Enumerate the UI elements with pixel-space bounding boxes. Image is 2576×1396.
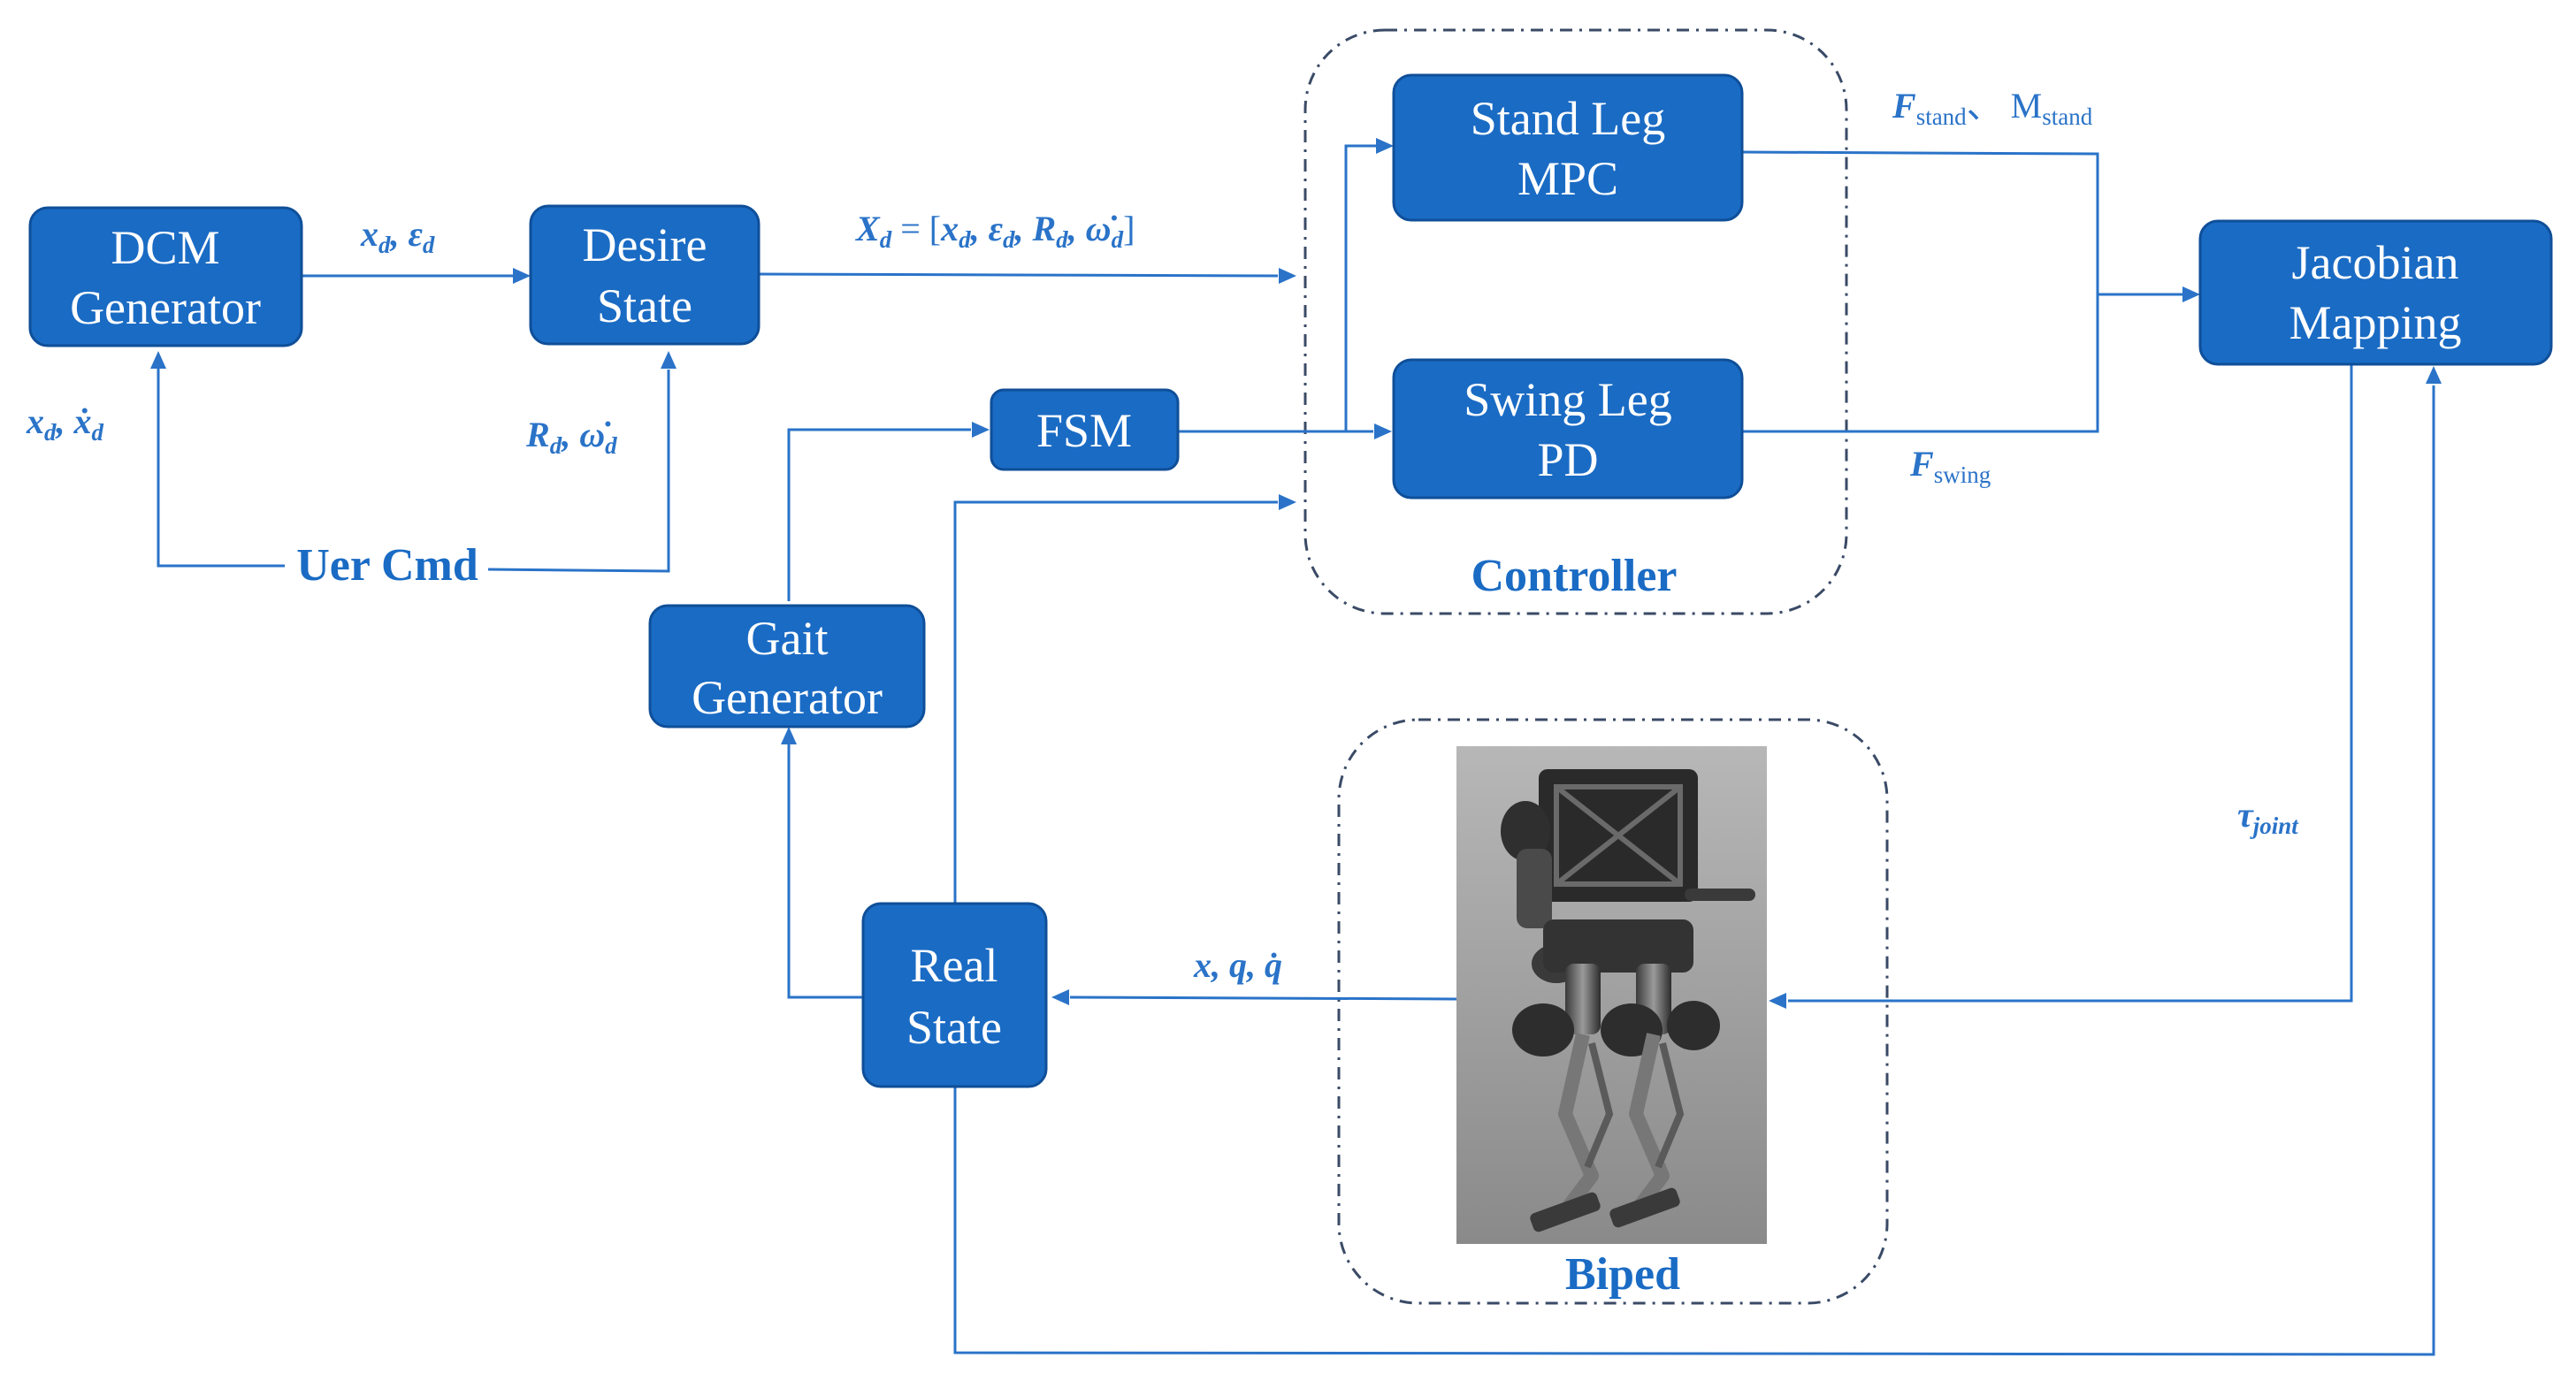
svg-text:Gait: Gait	[746, 612, 829, 665]
edge-real-to-jacobian	[953, 385, 2435, 1356]
label-xd-xddot: xd, ẋd	[26, 401, 104, 446]
edge-real-to-controller	[953, 500, 1278, 904]
svg-text:MPC: MPC	[1517, 152, 1618, 205]
label-tau-joint: τjoint	[2237, 795, 2299, 839]
svg-text:State: State	[906, 1001, 1002, 1054]
svg-text:PD: PD	[1537, 433, 1598, 486]
svg-text:Desire: Desire	[583, 218, 707, 271]
svg-text:State: State	[597, 279, 692, 332]
svg-text:Swing Leg: Swing Leg	[1464, 373, 1672, 426]
svg-text:Stand Leg: Stand Leg	[1471, 92, 1665, 145]
node-desire-state: Desire State	[529, 204, 761, 346]
svg-text:Jacobian: Jacobian	[2292, 236, 2459, 289]
biped-robot-image	[1456, 746, 1767, 1244]
edge-usercmd-to-dcm	[157, 368, 285, 568]
user-cmd-label: Uer Cmd	[296, 540, 478, 591]
svg-text:Mapping: Mapping	[2289, 296, 2462, 349]
label-Xd-vector: Xd = [xd, εd, Rd, ω̇d]	[854, 209, 1135, 253]
edge-jacobian-to-biped	[1788, 364, 2353, 1003]
label-fswing: Fswing	[1909, 444, 1991, 488]
label-xd-epsd: xd, εd	[360, 214, 435, 258]
label-fstand-mstand: Fstand、 Mstand	[1892, 86, 2093, 130]
label-rd-omegad: Rd, ω̇d	[525, 415, 617, 459]
edge-fsm-to-stand	[1344, 144, 1376, 431]
svg-text:Generator: Generator	[692, 671, 883, 724]
edge-desire-to-controller	[758, 272, 1279, 278]
svg-text:DCM: DCM	[111, 221, 219, 274]
node-stand-leg-mpc: Stand Leg MPC	[1392, 73, 1744, 222]
svg-text:Real: Real	[911, 939, 998, 992]
edge-real-to-gait	[787, 744, 863, 999]
label-x-q-qdot: x, q, q̇	[1193, 945, 1282, 985]
biped-group-border	[1337, 718, 1889, 1305]
node-gait-generator: Gait Generator	[648, 604, 926, 729]
svg-text:FSM: FSM	[1036, 404, 1132, 457]
svg-text:Generator: Generator	[70, 281, 261, 334]
edge-biped-to-real	[1069, 996, 1457, 1001]
node-dcm-generator: DCM Generator	[28, 206, 303, 347]
node-swing-leg-pd: Swing Leg PD	[1392, 358, 1744, 500]
edge-usercmd-to-desire	[487, 370, 670, 573]
biped-group-label: Biped	[1565, 1249, 1680, 1300]
node-real-state: Real State	[861, 902, 1048, 1088]
controller-group-border	[1303, 28, 1848, 615]
node-jacobian-mapping: Jacobian Mapping	[2198, 219, 2553, 366]
controller-group-label: Controller	[1471, 551, 1678, 601]
edge-stand-to-jacobian	[1741, 150, 2099, 433]
node-fsm: FSM	[990, 388, 1180, 471]
edge-gait-to-fsm	[787, 428, 971, 601]
